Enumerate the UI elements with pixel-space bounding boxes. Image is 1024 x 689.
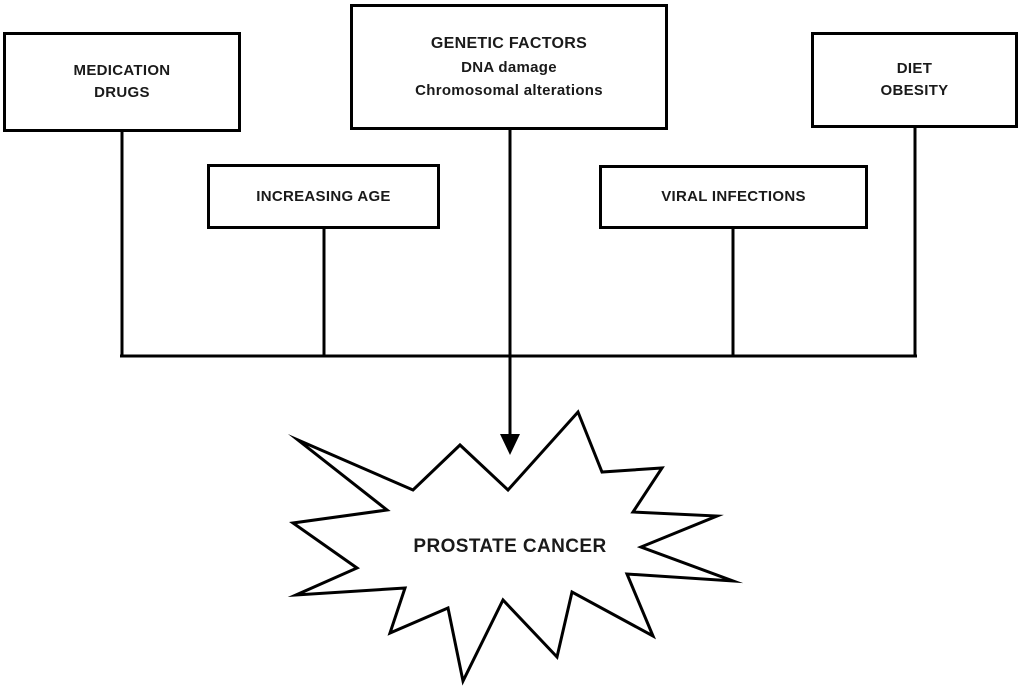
increasing-age-label: INCREASING AGE xyxy=(256,187,391,205)
medication-drugs-label: MEDICATION DRUGS xyxy=(73,62,171,101)
genetic-factors-details: DNA damage Chromosomal alterations xyxy=(415,59,603,99)
prostate-cancer-label: PROSTATE CANCER xyxy=(413,536,607,557)
diet-obesity-label: DIET OBESITY xyxy=(880,60,949,99)
increasing-age-box: INCREASING AGE xyxy=(207,164,440,229)
genetic-factors-box: GENETIC FACTORS DNA damage Chromosomal a… xyxy=(350,4,668,130)
viral-infections-label: VIRAL INFECTIONS xyxy=(661,188,806,205)
medication-drugs-box: MEDICATION DRUGS xyxy=(3,32,241,132)
starburst-shape xyxy=(287,409,744,686)
down-arrow-icon xyxy=(500,434,520,455)
diet-obesity-box: DIET OBESITY xyxy=(811,32,1018,128)
viral-infections-box: VIRAL INFECTIONS xyxy=(599,165,868,229)
genetic-factors-title: GENETIC FACTORS xyxy=(430,35,588,52)
